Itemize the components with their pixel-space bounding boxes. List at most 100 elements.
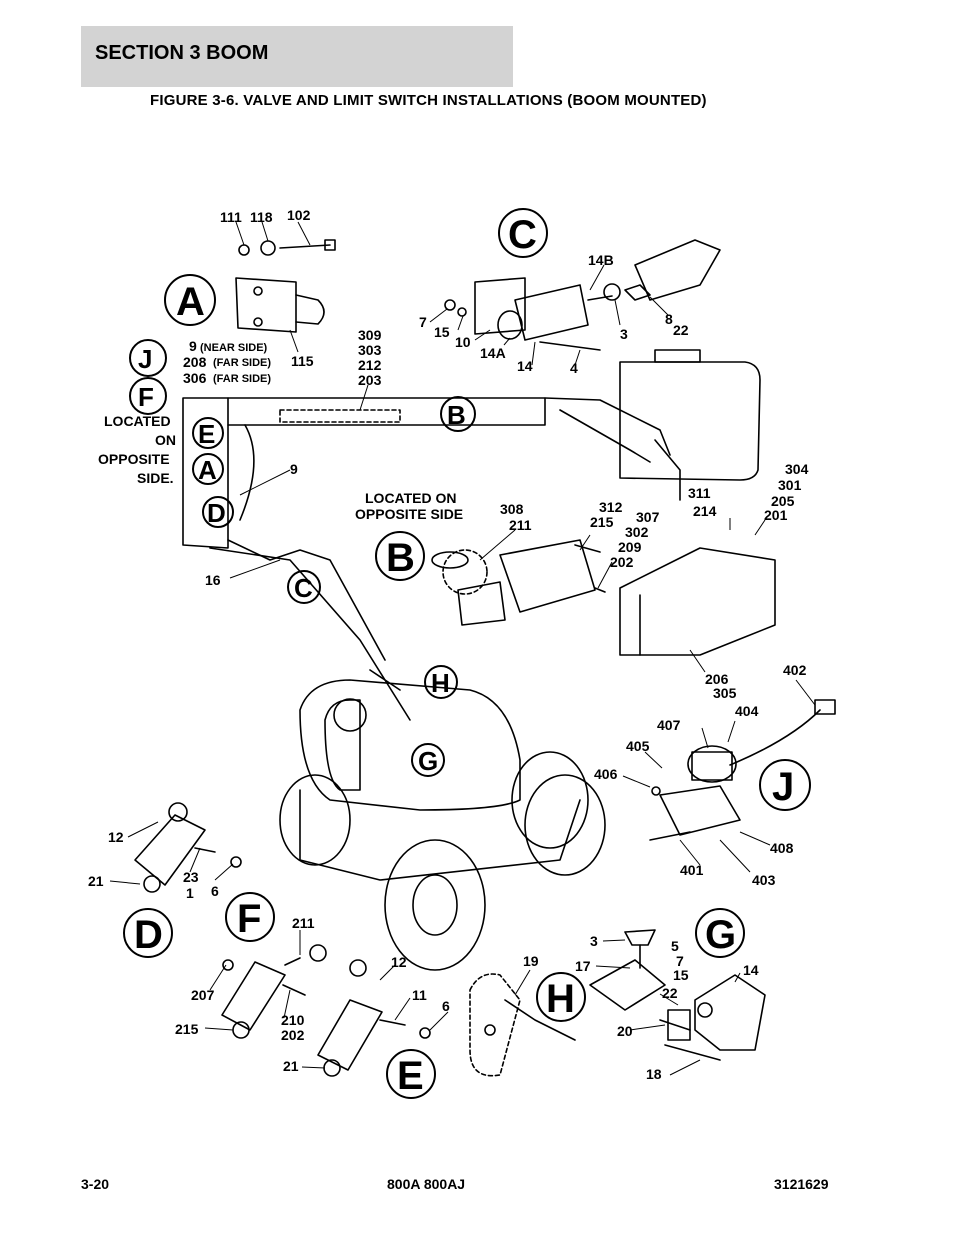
section-header: SECTION 3 BOOM: [81, 26, 513, 87]
callout-201: 201: [764, 507, 788, 523]
callout-h19: 19: [523, 953, 539, 969]
view-f-small: F: [138, 382, 154, 412]
callout-15: 15: [434, 324, 450, 340]
callout-205: 205: [771, 493, 795, 509]
note-located-2: ON: [155, 432, 176, 448]
callout-g14: 14: [743, 962, 759, 978]
callout-404: 404: [735, 703, 759, 719]
callout-16: 16: [205, 572, 221, 588]
note-located-1: LOCATED: [104, 413, 171, 429]
callout-9a: 9: [189, 338, 197, 354]
view-h-small: H: [431, 668, 450, 698]
callout-e6: 6: [442, 998, 450, 1014]
callout-208: 208: [183, 354, 207, 370]
callout-306: 306: [183, 370, 207, 386]
callout-g22: 22: [662, 985, 678, 1001]
callout-d6: 6: [211, 883, 219, 899]
callout-211: 211: [509, 517, 532, 533]
view-b-small: B: [447, 400, 466, 430]
callout-22: 22: [673, 322, 689, 338]
callout-g17: 17: [575, 958, 591, 974]
detail-b-switch: [431, 539, 776, 656]
view-c-small: C: [294, 573, 313, 603]
note-located-b2: OPPOSITE SIDE: [355, 506, 463, 522]
detail-c-switch: [444, 239, 721, 351]
callout-f211: 211: [292, 915, 315, 931]
callout-g3: 3: [590, 933, 598, 949]
footer-doc-number: 3121629: [774, 1176, 829, 1192]
detail-a-valve: [235, 239, 336, 333]
view-j-small: J: [138, 344, 152, 374]
view-e-large: E: [397, 1054, 424, 1098]
callout-307: 307: [636, 509, 660, 525]
callout-303: 303: [358, 342, 382, 358]
view-e-small: E: [198, 419, 215, 449]
callout-402: 402: [783, 662, 807, 678]
callout-308: 308: [500, 501, 524, 517]
footer-page-number: 3-20: [81, 1176, 110, 1192]
callout-214: 214: [693, 503, 717, 519]
view-c-large: C: [508, 213, 537, 257]
callout-14a: 14A: [480, 345, 506, 361]
view-letters: A J F E A D B C B C H G J D F H E G: [123, 208, 811, 1099]
view-f-large: F: [237, 897, 261, 941]
callout-8: 8: [665, 311, 673, 327]
callout-9b: 9: [290, 461, 298, 477]
view-j-large: J: [772, 765, 794, 809]
callouts: 111 118 102 115 9 208 306 309 303 212 20…: [88, 207, 809, 1082]
detail-g-valve: [589, 929, 766, 1061]
callout-10: 10: [455, 334, 471, 350]
note-located-b1: LOCATED ON: [365, 490, 457, 506]
detail-h-switch: [469, 973, 576, 1077]
note-near-side: (NEAR SIDE): [200, 342, 268, 354]
note-far-side-2: (FAR SIDE): [213, 373, 271, 385]
callout-206: 206: [705, 671, 729, 687]
callout-209: 209: [618, 539, 642, 555]
callout-215: 215: [590, 514, 614, 530]
callout-212: 212: [358, 357, 382, 373]
callout-118: 118: [250, 209, 273, 225]
callout-d1: 1: [186, 885, 194, 901]
callout-f207: 207: [191, 987, 215, 1003]
view-a-large: A: [176, 280, 205, 324]
callout-e21: 21: [283, 1058, 299, 1074]
callout-311: 311: [688, 485, 711, 501]
note-located-4: SIDE.: [137, 470, 174, 486]
callout-f202: 202: [281, 1027, 305, 1043]
section-title: SECTION 3 BOOM: [95, 42, 269, 64]
callout-302: 302: [625, 524, 649, 540]
callout-7: 7: [419, 314, 427, 330]
callout-203: 203: [358, 372, 382, 388]
callout-g15: 15: [673, 967, 689, 983]
callout-304: 304: [785, 461, 809, 477]
callout-4: 4: [570, 360, 578, 376]
callout-403: 403: [752, 872, 776, 888]
note-located-3: OPPOSITE: [98, 451, 170, 467]
callout-408: 408: [770, 840, 794, 856]
callout-406: 406: [594, 766, 618, 782]
machine-chassis: [279, 669, 606, 971]
callout-d21: 21: [88, 873, 104, 889]
boom-frame: [182, 349, 761, 721]
callout-f215: 215: [175, 1021, 199, 1037]
view-g-large: G: [705, 913, 736, 957]
view-a-small: A: [198, 455, 217, 485]
callout-d12: 12: [108, 829, 124, 845]
callout-309: 309: [358, 327, 382, 343]
callout-g18: 18: [646, 1066, 662, 1082]
callout-301: 301: [778, 477, 802, 493]
view-b-large: B: [386, 536, 415, 580]
note-far-side-1: (FAR SIDE): [213, 357, 271, 369]
view-d-large: D: [134, 913, 163, 957]
callout-305: 305: [713, 685, 737, 701]
callout-g5: 5: [671, 938, 679, 954]
callout-111: 111: [220, 209, 242, 225]
view-h-large: H: [546, 977, 575, 1021]
callout-3: 3: [620, 326, 628, 342]
callout-14b: 14B: [588, 252, 614, 268]
callout-e12: 12: [391, 954, 407, 970]
callout-d23: 23: [183, 869, 199, 885]
view-d-small: D: [207, 498, 226, 528]
figure-title: FIGURE 3-6. VALVE AND LIMIT SWITCH INSTA…: [150, 92, 707, 109]
detail-j-sensor: [649, 699, 836, 841]
